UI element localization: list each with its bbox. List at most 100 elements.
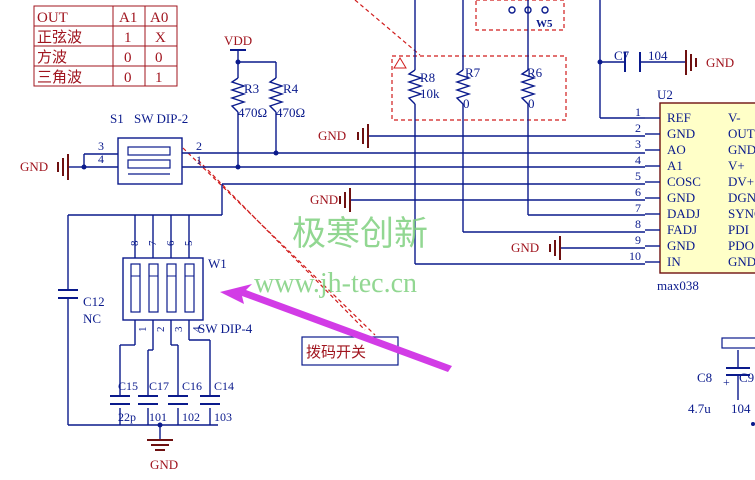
w1-pin-label: 4 — [191, 326, 203, 332]
c16-label: C16 — [182, 379, 202, 393]
u2-pin-number: 8 — [635, 217, 641, 231]
gnd-symbols — [57, 50, 697, 451]
gnd-label-s1: GND — [20, 159, 48, 174]
truth-row-a0: 1 — [155, 70, 163, 86]
c7-label: C7 — [614, 48, 630, 63]
wires — [67, 0, 739, 440]
u2-pin-number: 10 — [629, 249, 641, 263]
r8-label: R8 — [420, 70, 435, 85]
resistors — [229, 69, 537, 113]
c12-capacitor — [58, 289, 78, 299]
u2-body — [659, 102, 755, 274]
watermark-cn: 极寒创新 — [292, 215, 428, 253]
r6-value: 0 — [528, 96, 535, 111]
gnd-label-pin6: GND — [310, 192, 338, 207]
c12-label: C12 — [83, 294, 105, 309]
w1-pin-labels-top: 8 7 6 5 — [129, 240, 195, 246]
truth-row-a1: 1 — [124, 30, 132, 46]
w1-part: SW DIP-4 — [198, 321, 253, 336]
u2-label: U2 — [657, 87, 673, 102]
u2-pin-name: A1 — [667, 158, 683, 173]
u2-pin-name-right: V- — [728, 110, 741, 125]
r7-label: R7 — [465, 65, 481, 80]
s1-pin-label: 1 — [196, 153, 202, 167]
c14-value: 103 — [214, 410, 232, 424]
w1-pin-label: 6 — [165, 240, 177, 246]
truth-row-out: 正弦波 — [37, 29, 82, 46]
truth-table: OUT A1 A0 正弦波 1 X 方波 0 0 三角波 0 1 — [33, 5, 178, 87]
u2-pin-number: 3 — [635, 137, 641, 151]
junctions — [81, 59, 603, 428]
u2-pin-name-right: GND — [728, 142, 755, 157]
u2-pin-name-right: GND — [728, 254, 755, 269]
u2-pin-name: GND — [667, 190, 695, 205]
r8-value: 10k — [420, 86, 440, 101]
truth-row-a0: X — [155, 30, 166, 46]
vdd-symbol: VDD — [224, 33, 252, 51]
r3-value: 470Ω — [238, 105, 267, 120]
w1-dip-switch — [122, 257, 204, 321]
gnd-label-bottom: GND — [150, 457, 178, 472]
c8-value: 4.7u — [688, 401, 711, 416]
u2-pin-number: 4 — [635, 153, 641, 167]
u2-pin-name: REF — [667, 110, 691, 125]
u2-pin-name: GND — [667, 126, 695, 141]
truth-row-a0: 0 — [155, 50, 163, 66]
r7-value: 0 — [463, 96, 470, 111]
s1-pin-label: 3 — [98, 139, 104, 153]
truth-row-a1: 0 — [124, 70, 132, 86]
s1-label: S1 — [110, 111, 124, 126]
watermark-url: www.jh-tec.cn — [254, 268, 417, 299]
u2-pin-name: DADJ — [667, 206, 700, 221]
w1-pin-label: 8 — [129, 240, 141, 246]
u2-pin-name-right: DV+ — [728, 174, 754, 189]
c9-label: C9 — [739, 370, 754, 385]
u2-pin-number: 5 — [635, 169, 641, 183]
r4-value: 470Ω — [276, 105, 305, 120]
r3-label: R3 — [244, 81, 259, 96]
c12-value: NC — [83, 311, 101, 326]
c14-label: C14 — [214, 379, 234, 393]
u2-pin-number: 1 — [635, 105, 641, 119]
c15-label: C15 — [118, 379, 138, 393]
s1-pin-label: 2 — [196, 139, 202, 153]
w5-jumper: W5 — [508, 6, 553, 30]
truth-row-out: 三角波 — [37, 69, 82, 86]
u2-pin-name: IN — [667, 254, 681, 269]
truth-header-out: OUT — [37, 10, 68, 26]
s1-part: SW DIP-2 — [134, 111, 188, 126]
callout-label: 拨码开关 — [306, 344, 366, 361]
annotation-dashed-lines — [182, 0, 567, 336]
u2-pin-name-right: PDO — [728, 238, 754, 253]
w1-pin-label: 7 — [147, 240, 159, 246]
u2-pin-name: COSC — [667, 174, 701, 189]
w1-pin-label: 5 — [183, 240, 195, 246]
u2-pin-name-right: V+ — [728, 158, 745, 173]
w1-pin-label: 2 — [155, 327, 167, 333]
vdd-label: VDD — [224, 33, 252, 48]
u2-pin-name-right: PDI — [728, 222, 749, 237]
c8-label: C8 — [697, 370, 712, 385]
w1-pin-labels-bottom: 1 2 3 4 — [137, 326, 203, 332]
w5-label: W5 — [536, 18, 553, 30]
warning-triangle-icon — [393, 57, 407, 69]
u2-pin-name: FADJ — [667, 222, 697, 237]
truth-row-a1: 0 — [124, 50, 132, 66]
r4-label: R4 — [283, 81, 299, 96]
c9-value: 104 — [731, 401, 751, 416]
u2-pin-name: GND — [667, 238, 695, 253]
r6-label: R6 — [527, 65, 543, 80]
u2-pin-number: 2 — [635, 121, 641, 135]
gnd-label-pin2: GND — [318, 128, 346, 143]
gnd-label-c7: GND — [706, 55, 734, 70]
c7-capacitor — [624, 52, 641, 72]
c15-value: 22p — [118, 410, 136, 424]
s1-dip-switch — [117, 137, 183, 185]
c8-c9-capacitors: + — [721, 337, 755, 426]
u2-pin-name-right: OUT — [728, 126, 755, 141]
truth-header-a1: A1 — [119, 10, 137, 26]
c17-label: C17 — [149, 379, 169, 393]
polarity-plus-icon: + — [723, 375, 730, 389]
